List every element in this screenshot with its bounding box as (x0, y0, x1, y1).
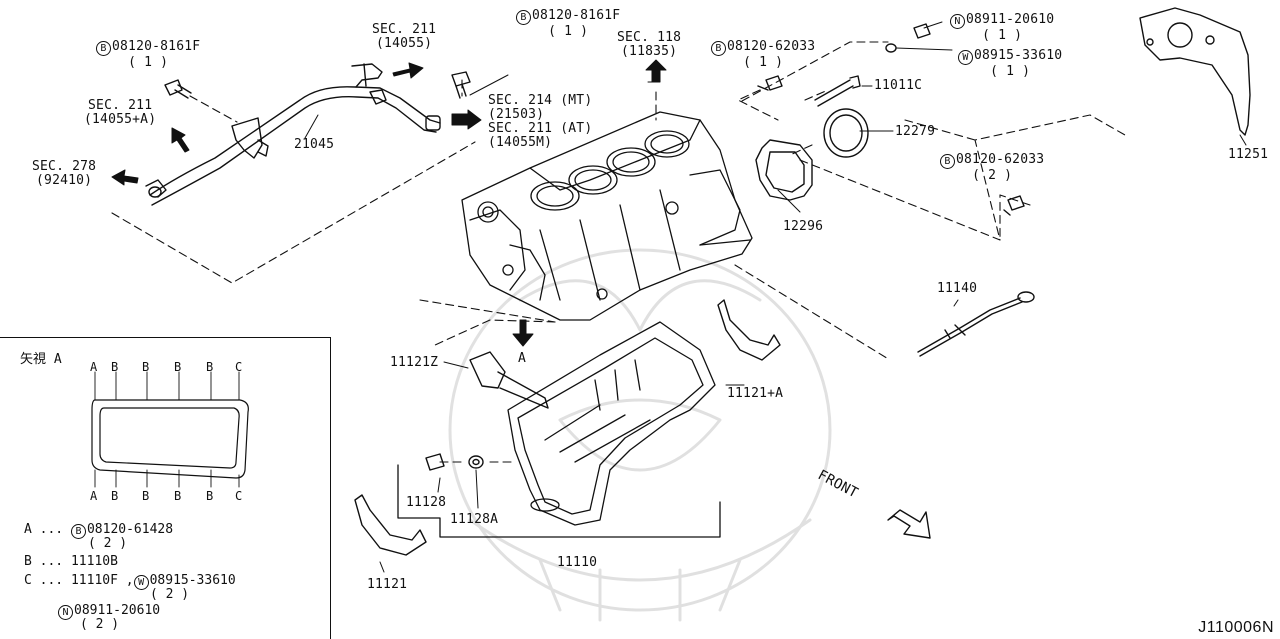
baffle-plates (354, 299, 781, 556)
legend-key-top: A (90, 360, 98, 374)
label-sec278[interactable]: SEC. 278 (92410) (32, 159, 97, 188)
badge-b-icon: B (516, 10, 531, 25)
label-sec118[interactable]: SEC. 118 (11835) (617, 30, 682, 59)
badge-w-icon: W (133, 575, 149, 590)
legend-key-top: B (206, 360, 214, 374)
legend-key-bottom: A (90, 489, 98, 503)
oil-strainer-11121z (469, 351, 549, 409)
badge-b-icon: B (96, 41, 111, 56)
rear-plate-11251 (1139, 7, 1251, 136)
legend-line-a-qty: ( 2 ) (88, 536, 128, 551)
watermark-emblem (448, 248, 832, 622)
label-11128a[interactable]: 11128A (450, 512, 499, 527)
legend-line-c-qty: ( 2 ) (150, 587, 190, 602)
front-arrow (887, 509, 931, 539)
label-11110[interactable]: 11110 (557, 555, 598, 570)
badge-n-icon: N (950, 14, 965, 29)
legend-line-b: B ... 11110B (24, 554, 118, 569)
label-view-arrow-a: A (518, 351, 527, 366)
label-11011c[interactable]: 11011C (874, 78, 923, 93)
label-sec214-sec211[interactable]: SEC. 214 (MT) (21503) SEC. 211 (AT) (140… (488, 93, 593, 150)
label-11140[interactable]: 11140 (937, 281, 978, 296)
label-11121z[interactable]: 11121Z (390, 355, 439, 370)
label-11128[interactable]: 11128 (406, 495, 447, 510)
legend-key-bottom: B (142, 489, 150, 503)
legend-title: 矢視 A (20, 352, 62, 367)
label-11251[interactable]: 11251 (1228, 147, 1269, 162)
water-pipe-21045 (145, 63, 441, 206)
label-11121[interactable]: 11121 (367, 577, 408, 592)
pan-drain-bolt (425, 453, 484, 471)
label-21045[interactable]: 21045 (294, 137, 335, 152)
badge-w-icon: W (958, 50, 973, 65)
dashed-leaders (111, 41, 1126, 463)
legend-gasket (91, 371, 249, 488)
cylinder-block (461, 111, 753, 321)
label-sec211-14055[interactable]: SEC. 211 (14055) (372, 22, 437, 51)
leader-lines (304, 21, 1247, 573)
badge-b-icon: B (940, 154, 955, 169)
label-12279[interactable]: 12279 (895, 124, 936, 139)
rear-seal-parts (755, 23, 1025, 216)
label-sec211-14055a[interactable]: SEC. 211 (14055+A) (84, 98, 157, 127)
legend-key-bottom: C (235, 489, 243, 503)
label-12296[interactable]: 12296 (783, 219, 824, 234)
direction-arrows (111, 59, 667, 347)
legend-key-bottom: B (206, 489, 214, 503)
label-11121a[interactable]: 11121+A (727, 386, 784, 401)
legend-key-bottom: B (174, 489, 182, 503)
legend-key-bottom: B (111, 489, 119, 503)
legend-key-top: B (142, 360, 150, 374)
legend-key-top: B (174, 360, 182, 374)
legend-key-top: C (235, 360, 243, 374)
oil-pan-11110 (397, 321, 721, 538)
diagram-code: J110006N (1198, 619, 1274, 636)
badge-n-icon: N (58, 605, 73, 620)
legend-line-n-qty: ( 2 ) (80, 617, 120, 632)
badge-b-icon: B (711, 41, 726, 56)
legend-key-top: B (111, 360, 119, 374)
dipstick-11140 (917, 291, 1035, 357)
badge-b-icon: B (70, 524, 86, 539)
pipe-bolts (164, 71, 471, 99)
